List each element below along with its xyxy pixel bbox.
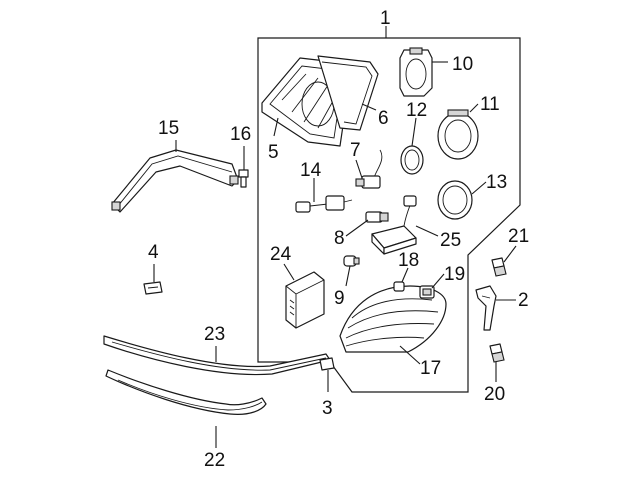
callout-11: 11 [480,94,500,115]
callout-3: 3 [322,398,333,419]
assembly-frame [257,37,521,393]
callout-10: 10 [452,54,473,75]
bulb-socket-harness [295,195,353,213]
clip-21 [491,257,507,277]
clip-3 [319,357,335,371]
callout-13: 13 [486,172,507,193]
callout-6: 6 [378,108,389,129]
callout-19: 19 [444,264,465,285]
screw [238,169,249,188]
retaining-ring [437,109,479,160]
clip-4 [143,281,163,295]
callout-9: 9 [334,288,345,309]
turn-signal-lamp [339,285,447,353]
parking-bulb-socket [365,211,389,223]
callout-25: 25 [440,230,461,251]
callout-22: 22 [204,450,225,471]
control-unit [371,195,417,255]
callout-7: 7 [350,140,361,161]
side-bracket [475,285,497,331]
marker-bulb [393,281,405,292]
headlamp-lens [317,55,379,131]
callout-21: 21 [508,226,529,247]
callout-5: 5 [268,142,279,163]
socket-ring [399,47,433,97]
callout-4: 4 [148,242,159,263]
callout-24: 24 [270,244,292,265]
ballast-module [285,271,325,329]
callout-20: 20 [484,384,505,405]
callout-16: 16 [230,124,251,145]
callout-2: 2 [518,290,529,311]
marker-socket [419,285,435,299]
callout-12: 12 [406,100,427,121]
clip-20 [489,343,505,363]
callout-15: 15 [158,118,179,139]
headlamp-bulb [355,149,383,189]
lower-trim [105,369,267,415]
callout-1: 1 [380,8,391,29]
callouts: 1 2 3 4 5 6 7 8 9 10 11 12 13 14 15 16 1… [148,8,529,471]
leader-lines [153,26,517,448]
callout-14: 14 [300,160,322,181]
small-bulb [343,255,360,267]
callout-17: 17 [420,358,441,379]
callout-8: 8 [334,228,345,249]
callout-18: 18 [398,250,419,271]
callout-23: 23 [204,324,225,345]
headlamp-bracket [111,149,239,213]
